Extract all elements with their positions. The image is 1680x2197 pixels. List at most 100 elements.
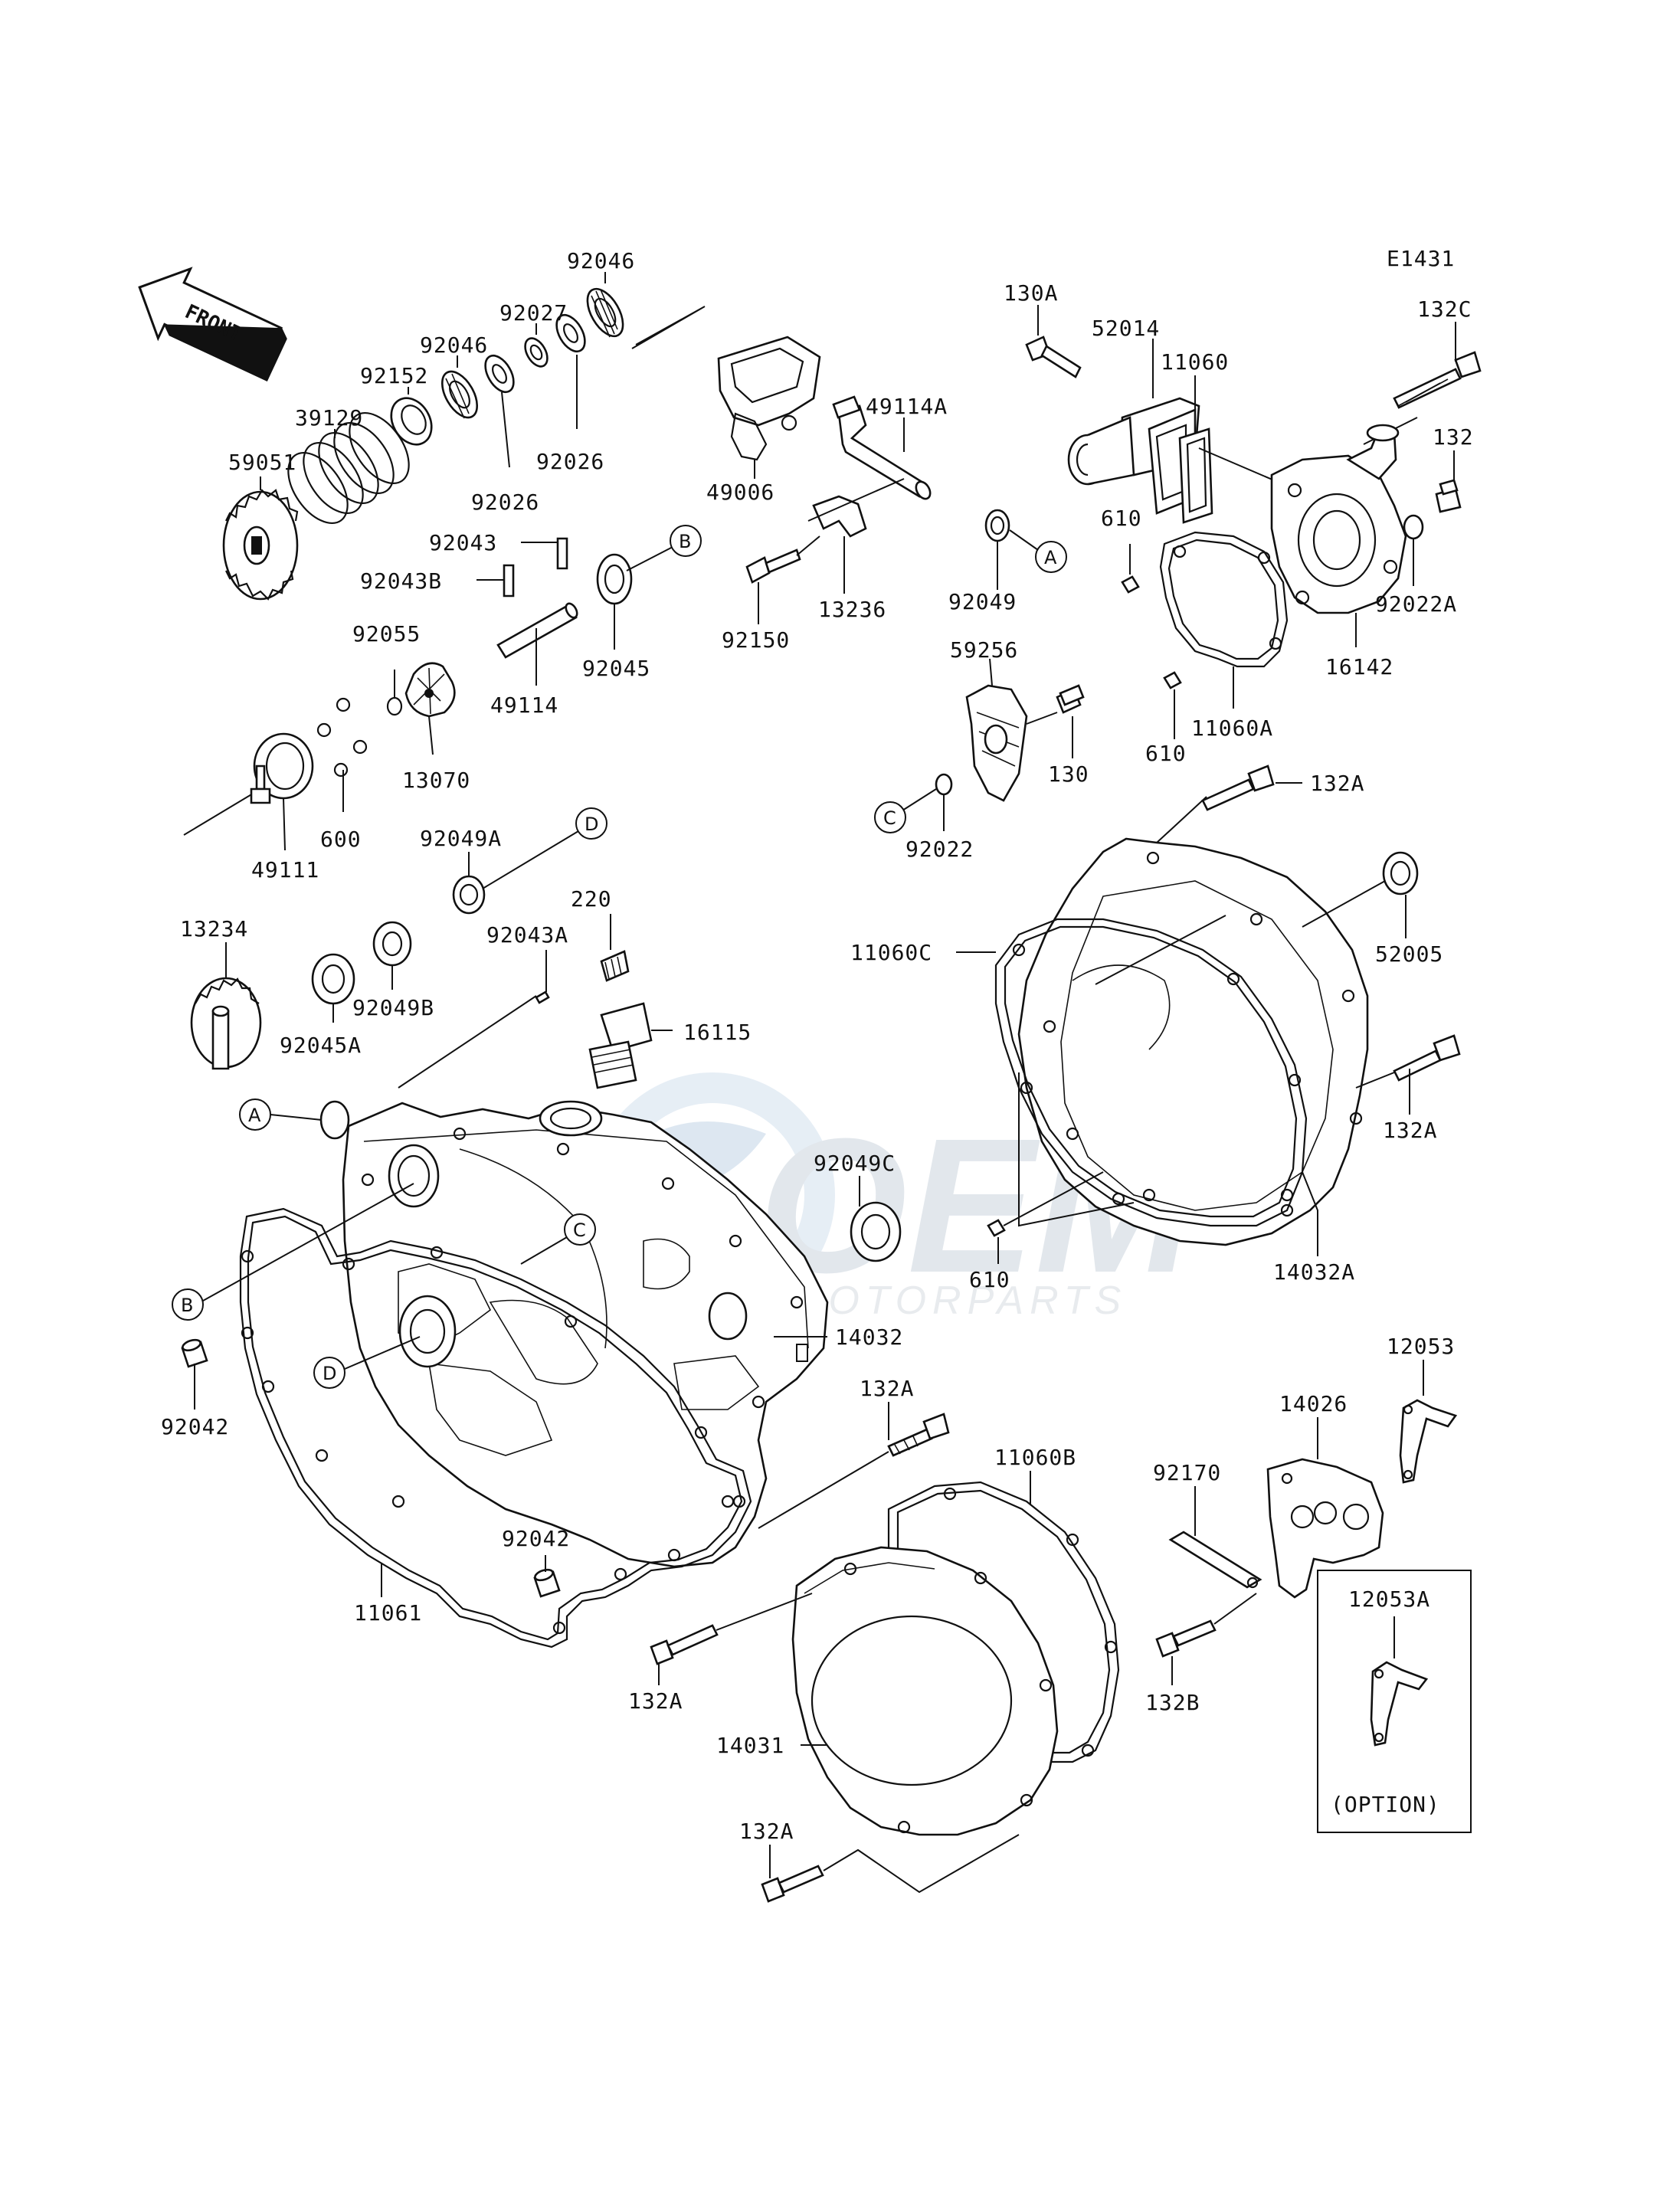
svg-text:A: A (1044, 547, 1057, 568)
part-label-14026: 14026 (1279, 1391, 1348, 1416)
part-label-11060: 11060 (1161, 349, 1229, 375)
part-label-92042-a: 92042 (161, 1414, 229, 1439)
part-92150-bolt (745, 548, 801, 584)
part-label-12053: 12053 (1387, 1334, 1455, 1359)
ref-marker-a: A (1035, 541, 1067, 573)
part-label-610-b: 610 (1145, 741, 1187, 766)
part-label-92046-b: 92046 (420, 332, 488, 358)
part-label-92150: 92150 (722, 627, 790, 653)
part-label-92045: 92045 (582, 656, 650, 681)
part-49114a-shaft (832, 395, 932, 500)
part-13070-impeller (404, 662, 456, 718)
part-92152-collar (390, 397, 433, 446)
part-label-92043a: 92043A (486, 922, 568, 948)
diagram-id: E1431 (1387, 246, 1455, 271)
part-label-52005: 52005 (1375, 941, 1443, 967)
part-label-92170: 92170 (1153, 1460, 1221, 1485)
part-92043-pin (556, 537, 568, 570)
part-52014-water-pipe (1067, 397, 1200, 515)
svg-text:B: B (679, 531, 691, 552)
part-label-11060a: 11060A (1191, 715, 1273, 741)
part-label-13236: 13236 (818, 597, 886, 622)
part-16115-filler-cap (588, 1002, 653, 1089)
part-label-49111: 49111 (251, 857, 319, 882)
part-label-11061: 11061 (354, 1600, 422, 1626)
part-label-600: 600 (320, 827, 362, 852)
part-52005-oil-seal (1382, 851, 1419, 895)
part-label-132a-e: 132A (739, 1819, 794, 1844)
part-label-132a-c: 132A (860, 1376, 914, 1401)
part-132a-bolt-2 (1393, 1034, 1461, 1082)
part-132a-bolt-5 (761, 1865, 824, 1903)
part-label-13070: 13070 (402, 768, 470, 793)
part-92045a-bearing (311, 953, 355, 1005)
ref-marker-a-left: A (239, 1098, 271, 1131)
part-label-92027: 92027 (499, 300, 568, 326)
part-132a-bolt-4 (650, 1624, 719, 1665)
part-92046-thrust-bearing (586, 287, 624, 338)
part-label-92022: 92022 (905, 837, 974, 862)
ref-marker-b: B (670, 525, 702, 557)
part-92043b-pin (503, 564, 515, 598)
ref-marker-c-left: C (564, 1213, 596, 1246)
leader-lines-upper-left (260, 272, 675, 851)
part-92042-dowel-pin-2 (533, 1568, 561, 1598)
svg-text:D: D (323, 1363, 336, 1384)
part-label-14032: 14032 (835, 1324, 903, 1350)
leader-lines-middle-left (225, 852, 673, 1089)
part-label-132b: 132B (1145, 1690, 1200, 1715)
part-92043a-pin (535, 990, 550, 1004)
part-49111-shaft-governor (250, 732, 314, 804)
part-label-11060c: 11060C (850, 940, 932, 965)
part-14031-generator-cover (791, 1546, 1059, 1836)
part-label-92043: 92043 (429, 530, 497, 555)
part-132-bolt (1435, 479, 1462, 513)
part-label-132a-b: 132A (1383, 1118, 1437, 1143)
part-11061-gasket (239, 1207, 752, 1649)
part-16142-pump-cover (1270, 424, 1407, 614)
part-49006-pump-housing (717, 336, 821, 461)
part-label-92152: 92152 (360, 363, 428, 388)
part-label-16142: 16142 (1325, 654, 1393, 679)
part-label-52014: 52014 (1092, 316, 1160, 341)
part-labels: 92046 92027 92046 92152 39129 59051 9202… (161, 248, 1473, 1844)
part-label-14032a: 14032A (1273, 1259, 1355, 1285)
part-label-610-c: 610 (969, 1267, 1010, 1292)
part-label-92049a: 92049A (420, 826, 502, 851)
part-92026-washer-2 (484, 354, 515, 394)
part-130-bolt (1056, 684, 1085, 714)
part-92049-oil-seal (984, 509, 1010, 542)
svg-text:D: D (585, 814, 598, 835)
part-label-92022a: 92022A (1375, 591, 1457, 617)
part-59256-impeller (965, 684, 1028, 802)
part-132b-bolt (1155, 1619, 1217, 1658)
part-label-92049: 92049 (948, 589, 1017, 614)
part-label-49114a: 49114A (866, 394, 948, 419)
part-label-39129: 39129 (295, 405, 363, 431)
svg-text:A: A (248, 1105, 261, 1126)
svg-text:C: C (883, 807, 896, 829)
part-11060c-gasket (994, 918, 1308, 1227)
svg-text:C: C (573, 1220, 586, 1241)
part-92055-o-ring (386, 696, 403, 716)
part-label-92049b: 92049B (352, 995, 434, 1020)
part-49114-shaft (496, 602, 578, 659)
part-label-130: 130 (1048, 761, 1089, 787)
part-label-92046: 92046 (567, 248, 635, 273)
part-610-dowel-pin-3 (987, 1219, 1006, 1237)
part-92026-washer (555, 313, 586, 353)
part-132a-bolt-3 (887, 1413, 950, 1457)
part-label-12053a: 12053A (1348, 1586, 1430, 1612)
part-14026-guide (1266, 1458, 1384, 1599)
part-12053a-bracket (1370, 1661, 1429, 1747)
part-label-92026-b: 92026 (471, 489, 539, 515)
part-label-92042-b: 92042 (502, 1526, 570, 1551)
part-label-220: 220 (571, 886, 612, 912)
part-59051-gear (222, 489, 299, 601)
part-92049c-oil-seal (850, 1201, 902, 1262)
part-label-132a-a: 132A (1310, 771, 1364, 796)
part-92049a-oil-seal (452, 875, 486, 915)
part-label-13234: 13234 (180, 916, 248, 941)
part-92045-bearing (596, 553, 633, 605)
